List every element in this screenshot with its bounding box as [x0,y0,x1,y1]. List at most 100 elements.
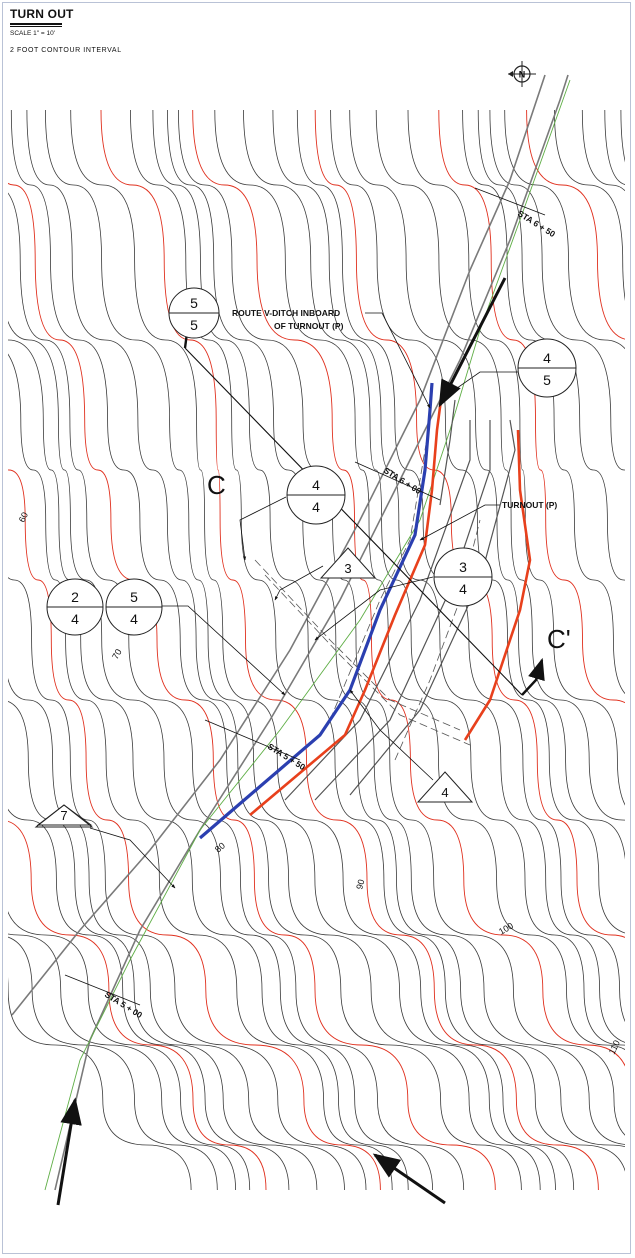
turnout-edge-outer [463,429,532,741]
north-arrow: N [508,61,536,87]
detail-circle: 45 [517,338,577,398]
detail-triangle-4: 4 [416,771,474,803]
contour-line [130,109,625,1172]
contour-line [8,821,267,1191]
contour-line [243,109,625,1046]
contour-line [526,109,625,340]
contour-line [152,109,625,1148]
contour-line [8,577,367,1191]
road-edges [11,74,569,1191]
contour-line [477,109,625,581]
flow-arrows [56,277,507,1206]
contour-label-100: 100 [497,921,515,937]
drawing-title: TURN OUT [10,7,74,21]
svg-text:OF TURNOUT (P): OF TURNOUT (P) [274,321,344,331]
detail-circle: 34 [433,547,493,607]
detail-circle-bottom: 5 [190,317,198,333]
contour-line [489,109,625,471]
contour-line [272,109,625,1043]
contour-line [10,109,522,1191]
contour-label-70: 70 [110,647,124,661]
detail-circle-bottom: 4 [312,499,320,515]
station-label-550: STA 5 + 50 [266,741,307,772]
contour-label-80: 80 [213,840,227,854]
section-label-end: C' [547,624,571,654]
contour-line [349,109,625,861]
contour-line [8,977,192,1191]
callout-turnout: TURNOUT (P) [419,500,557,541]
title-underline [10,23,62,25]
contour-line [462,109,625,694]
contour-label-60: 60 [17,511,30,524]
detail-triangles: 3 4 7 [34,547,474,828]
contour-line [8,353,393,1191]
detail-circle-top: 2 [71,589,79,605]
contour-line [8,677,345,1191]
section-line: C [178,307,545,696]
contour-line [8,339,409,1191]
title-underline-thin [10,26,62,27]
section-label-start: C [207,470,226,500]
contour-line [8,182,496,1191]
v-ditch-line [198,382,434,840]
contour-line [214,109,625,1050]
detail-circle-bottom: 5 [543,372,551,388]
contour-lines [8,109,625,1191]
contour-line [8,933,237,1191]
detail-circle-top: 5 [190,295,198,311]
station-label-600: STA 6 + 00 [382,465,423,496]
contour-line [8,936,218,1191]
contour-line [167,109,625,1145]
road-edge-left [11,74,546,1016]
callout-route-ditch: ROUTE V-DITCH INBOARD OF TURNOUT (P) [232,308,431,409]
contour-line [504,109,625,350]
contour-line [314,109,625,938]
svg-text:4: 4 [441,785,448,800]
detail-circle-bottom: 4 [130,611,138,627]
contour-line [26,109,541,1191]
contour-line [70,109,575,1191]
svg-text:ROUTE V-DITCH INBOARD: ROUTE V-DITCH INBOARD [232,308,340,318]
detail-circle: 55 [168,287,220,339]
detail-circle-bottom: 4 [459,581,467,597]
scale-note: SCALE 1" = 10' [10,30,55,37]
contour-line [8,192,465,1191]
detail-circle-top: 5 [130,589,138,605]
contour-label-90: 90 [354,878,366,890]
detail-circle-top: 4 [543,350,551,366]
detail-triangle-7: 7 [34,804,94,828]
detail-circle-top: 4 [312,477,320,493]
station-ticks [64,187,546,1006]
contour-line [8,320,433,1191]
station-label-650: STA 6 + 50 [516,208,557,239]
svg-text:7: 7 [60,808,67,823]
road-centerline [44,79,571,1191]
detail-triangle-3: 3 [319,547,377,579]
contour-line [8,808,290,1191]
contour-line [330,109,625,934]
detail-circle: 54 [105,578,163,636]
contour-line [438,109,625,704]
contour-line [581,109,625,192]
station-label-500: STA 5 + 00 [103,989,144,1020]
contour-interval-note: 2 FOOT CONTOUR INTERVAL [10,47,122,54]
svg-text:TURNOUT (P): TURNOUT (P) [502,500,557,510]
contour-label-110: 110 [607,1039,622,1056]
detail-circle-top: 3 [459,559,467,575]
contour-line [8,469,381,1191]
contour-line [178,109,625,1136]
contour-line [604,109,625,185]
contour-line [45,109,556,1191]
contour-line [296,109,625,1022]
detail-circle-bottom: 4 [71,611,79,627]
north-arrow-letter: N [519,70,526,80]
contour-line [8,701,318,1191]
svg-text:3: 3 [344,561,351,576]
contour-line [375,109,625,821]
contour-line [8,910,251,1191]
turnout-dashed-lines [254,419,481,761]
contour-line [407,109,625,806]
